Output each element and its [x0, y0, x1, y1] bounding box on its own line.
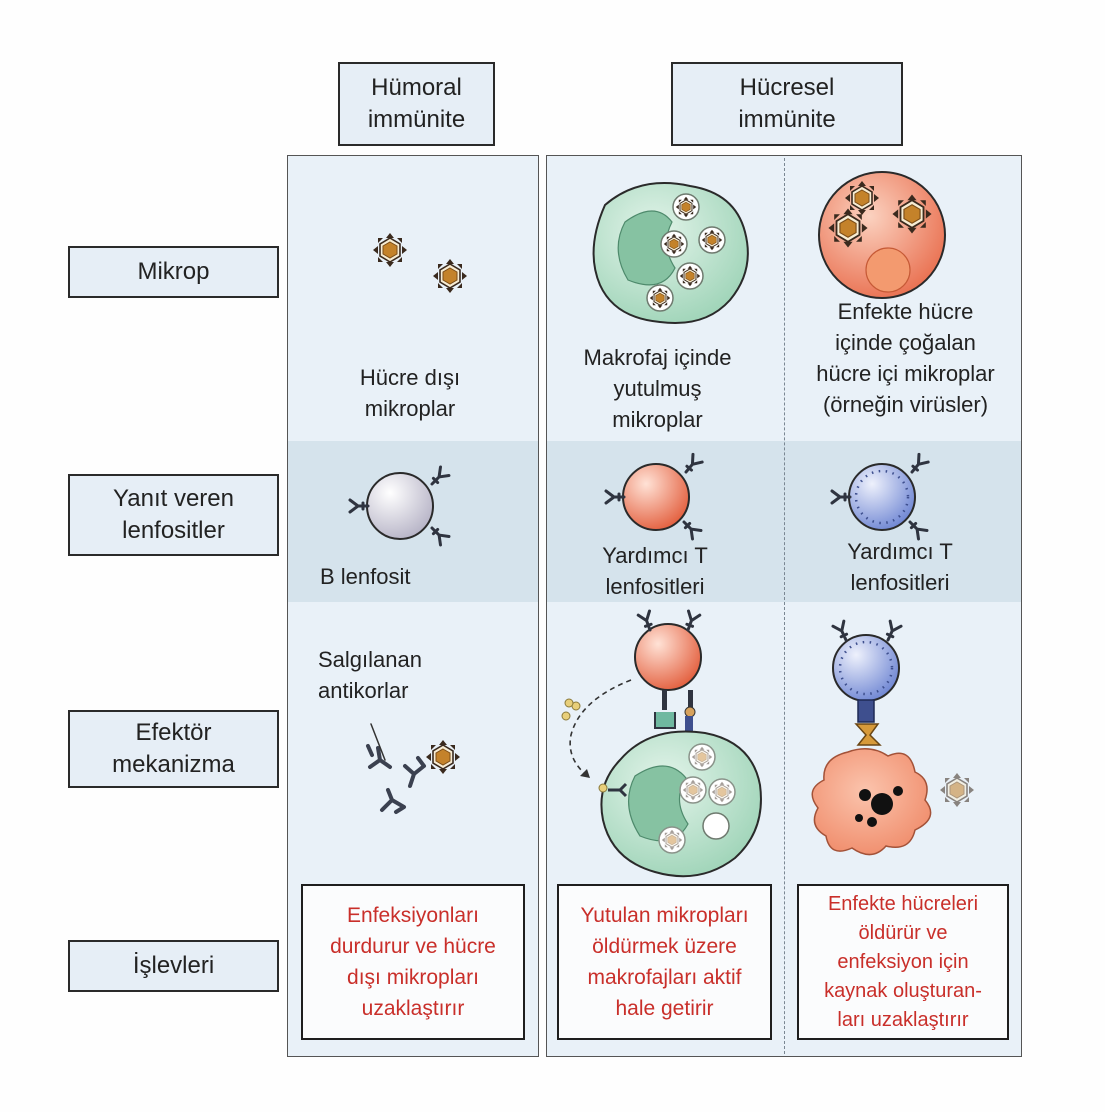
intracellular-microbes-label: Enfekte hücre içinde çoğalan hücre içi m… — [816, 299, 995, 417]
antibody-icon — [366, 723, 426, 814]
b-lymphocyte-label: B lenfosit — [320, 564, 411, 589]
humoral-immunity-header: Hümoral immünite — [338, 62, 495, 146]
microbe-icon — [939, 772, 975, 808]
target-cell-icon — [811, 748, 932, 856]
helper-t-label-2: Yardımcı T lenfositleri — [847, 539, 953, 595]
helper-t-cell-icon — [634, 609, 702, 691]
humoral-function-box: Enfeksiyonları durdurur ve hücre dışı mi… — [301, 884, 525, 1040]
microbe-icon — [432, 258, 468, 294]
cytokine-path — [561, 679, 632, 798]
cytotoxic-t-cell-icon — [830, 452, 930, 541]
extracellular-microbes-label: Hücre dışı mikroplar — [359, 365, 461, 421]
cytotoxic-function-box: Enfekte hücreleri öldürür ve enfeksiyon … — [797, 884, 1009, 1040]
microbe-icon — [372, 232, 408, 268]
secreted-antibodies-label: Salgılanan antikorlar — [318, 647, 422, 703]
row-label-effector: Efektör mekanizma — [68, 710, 279, 788]
cellular-divider — [784, 158, 785, 1054]
row-label-microbe: Mikrop — [68, 246, 279, 298]
cytotoxic-t-cell-icon — [831, 619, 903, 746]
macrophage-function-box: Yutulan mikropları öldürmek üzere makrof… — [557, 884, 772, 1040]
row-label-functions: İşlevleri — [68, 940, 279, 992]
phagocytosed-microbes-label: Makrofaj içinde yutulmuş mikroplar — [583, 345, 732, 432]
microbe-icon — [425, 739, 461, 775]
receptor-complex — [654, 690, 696, 732]
macrophage-icon — [592, 182, 749, 324]
row-label-lymphocytes: Yanıt veren lenfositler — [68, 474, 279, 556]
infected-cell-icon — [818, 171, 946, 299]
macrophage-icon — [600, 730, 762, 878]
helper-t-label-1: Yardımcı T lenfositleri — [602, 543, 708, 599]
cellular-immunity-header: Hücresel immünite — [671, 62, 903, 146]
b-lymphocyte-icon — [348, 465, 451, 547]
helper-t-cell-icon — [604, 452, 704, 541]
